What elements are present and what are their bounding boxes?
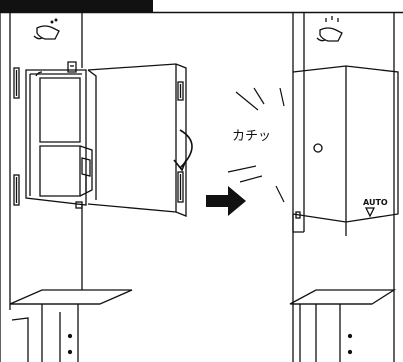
right-panel: [289, 12, 399, 362]
click-sound-label: カチッ: [232, 129, 271, 144]
hand-wash-icon: [33, 18, 60, 40]
hand-wash-icon-right: [316, 16, 343, 42]
click-sound-lines: [227, 87, 285, 203]
right-arrow-icon: [206, 186, 246, 216]
left-panel: [0, 12, 193, 362]
auto-mode-label: AUTO: [363, 198, 388, 207]
header-bar: [0, 0, 153, 12]
